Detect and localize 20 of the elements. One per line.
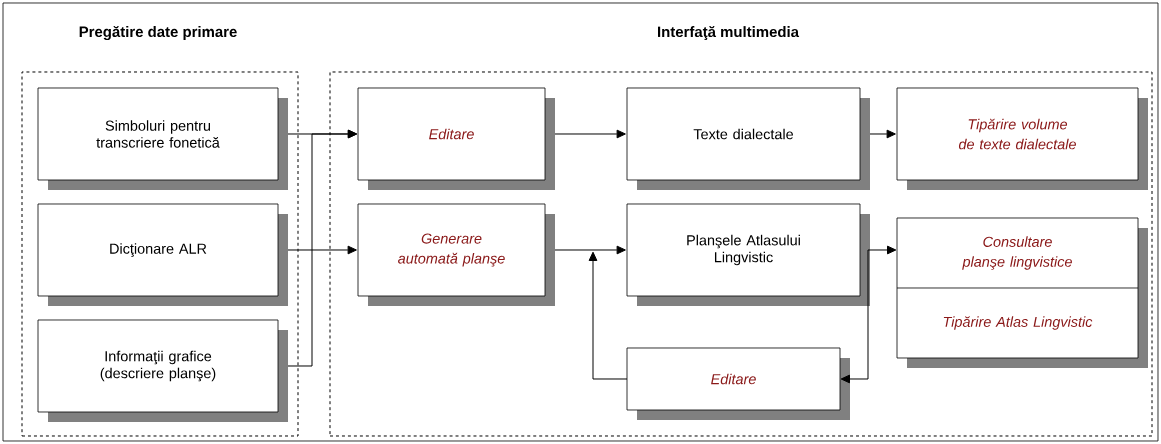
process-box: Planşele Atlasului Lingvistic xyxy=(626,203,870,306)
process-box: Generare automată planşe xyxy=(357,203,555,306)
arrow xyxy=(287,245,357,255)
process-box: Dicţionare ALR xyxy=(37,203,288,306)
arrow xyxy=(287,129,358,367)
divided-box: Consultare planşe lingvistice Tipărire Atlas Lingvistic xyxy=(896,217,1148,368)
arrow xyxy=(554,129,626,139)
node-label: Interfaţă multimedia xyxy=(658,25,800,41)
process-box: Editare xyxy=(626,347,850,420)
arrow xyxy=(554,245,626,255)
arrow xyxy=(869,129,896,139)
arrow xyxy=(840,249,871,384)
process-box: Tipărire volume de texte dialectale xyxy=(896,87,1148,190)
process-box: Simboluri pentru transcriere fonetică xyxy=(37,87,288,190)
arrow xyxy=(588,251,628,380)
arrow xyxy=(869,245,897,255)
process-box: Texte dialectale xyxy=(626,87,870,190)
process-box: Editare xyxy=(357,87,555,190)
node-label: Pregătire date primare xyxy=(79,25,237,41)
process-box: Informaţii grafice (descriere planşe) xyxy=(37,319,288,422)
